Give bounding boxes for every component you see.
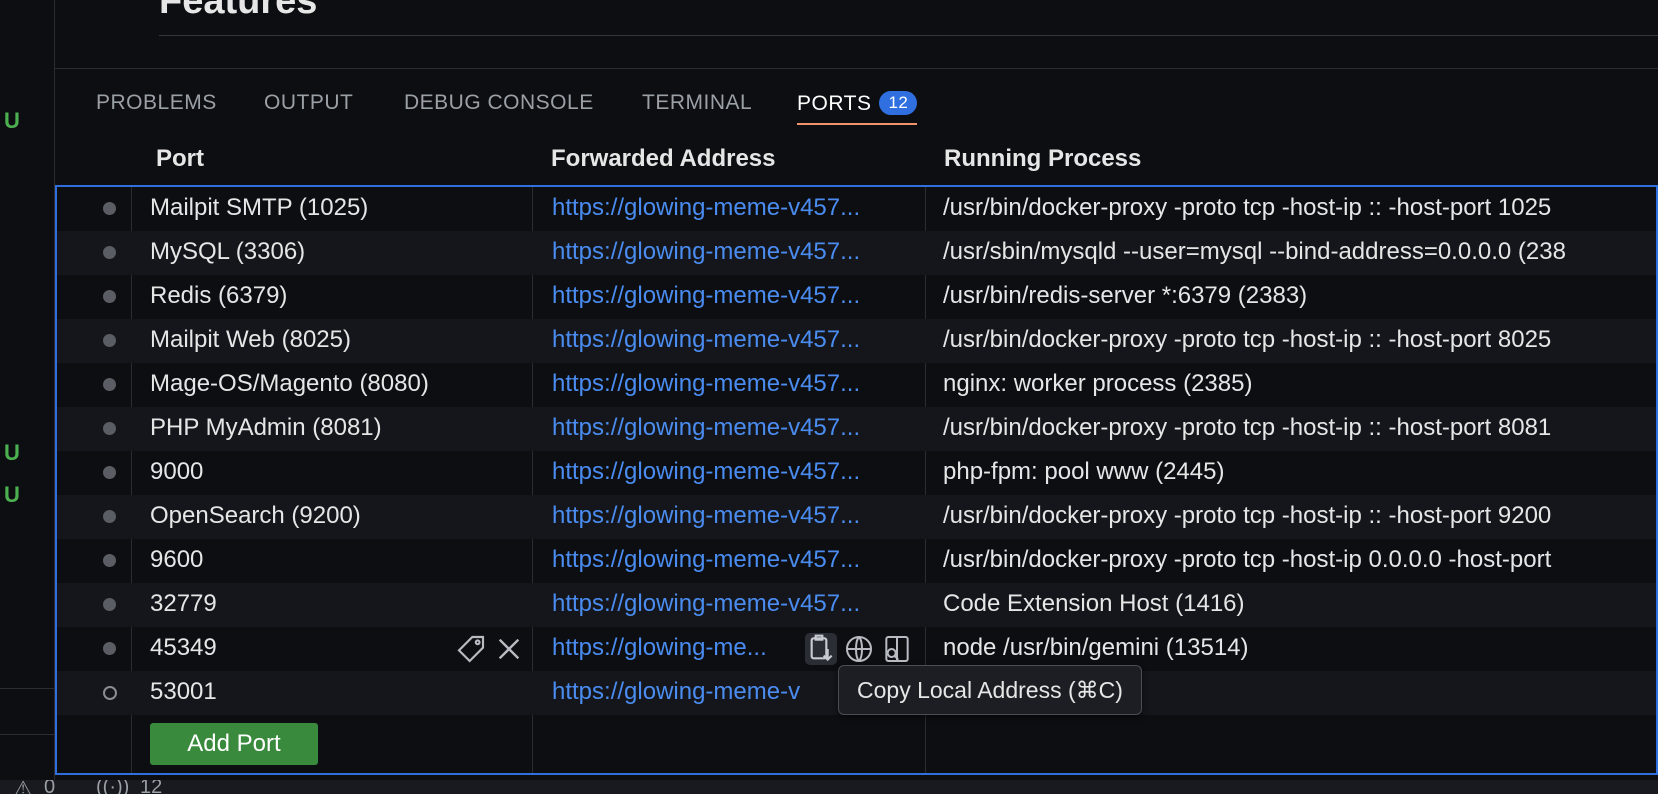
port-status-icon	[103, 290, 116, 303]
forwarded-address-link[interactable]: https://glowing-meme-v457...	[552, 282, 861, 309]
ports-table: Mailpit SMTP (1025) https://glowing-meme…	[55, 185, 1658, 775]
forwarded-address-link[interactable]: https://glowing-meme-v457...	[552, 326, 861, 353]
bottom-panel: PROBLEMS OUTPUT DEBUG CONSOLE TERMINAL P…	[55, 69, 1658, 780]
running-process: /usr/bin/docker-proxy -proto tcp -host-i…	[943, 326, 1552, 353]
add-port-button[interactable]: Add Port	[150, 723, 318, 765]
tab-ports[interactable]: PORTS 12	[797, 91, 918, 125]
running-process: /usr/bin/redis-server *:6379 (2383)	[943, 282, 1308, 309]
column-header-forwarded-address[interactable]: Forwarded Address	[551, 145, 776, 172]
port-status-icon	[103, 202, 116, 215]
port-status-icon	[103, 422, 116, 435]
port-label: 45349	[150, 634, 217, 661]
status-bar: ⚠ 0 ((·)) 12	[0, 780, 1658, 794]
table-row[interactable]: Mailpit Web (8025) https://glowing-meme-…	[57, 319, 1656, 363]
problems-count[interactable]: 0	[44, 780, 56, 794]
port-label: Redis (6379)	[150, 282, 288, 309]
table-row[interactable]: 32779 https://glowing-meme-v457... Code …	[57, 583, 1656, 627]
divider	[0, 688, 54, 689]
tab-ports-label: PORTS	[797, 92, 872, 115]
port-label: Mailpit Web (8025)	[150, 326, 351, 353]
table-row[interactable]: Mage-OS/Magento (8080) https://glowing-m…	[57, 363, 1656, 407]
table-header: Port Forwarded Address Running Process	[55, 145, 1658, 177]
tab-output[interactable]: OUTPUT	[264, 91, 354, 114]
table-row[interactable]: 9600 https://glowing-meme-v457... /usr/b…	[57, 539, 1656, 583]
git-untracked-marker: U	[4, 482, 20, 507]
running-process: /usr/sbin/mysqld --user=mysql --bind-add…	[943, 238, 1566, 265]
tab-terminal[interactable]: TERMINAL	[642, 91, 753, 114]
port-status-icon	[103, 642, 116, 655]
preview-in-editor-icon[interactable]	[881, 633, 913, 665]
forwarded-address-link[interactable]: https://glowing-meme-v	[552, 678, 801, 705]
port-label: Mailpit SMTP (1025)	[150, 194, 369, 221]
column-header-port[interactable]: Port	[156, 145, 204, 172]
table-row[interactable]: OpenSearch (9200) https://glowing-meme-v…	[57, 495, 1656, 539]
ports-count-badge: 12	[879, 91, 918, 115]
forwarded-address-link[interactable]: https://glowing-meme-v457...	[552, 238, 861, 265]
heading-rule	[159, 35, 1658, 36]
forwarded-address-link[interactable]: https://glowing-meme-v457...	[552, 414, 861, 441]
port-label: 9600	[150, 546, 204, 573]
running-process: Code Extension Host (1416)	[943, 590, 1245, 617]
port-label: PHP MyAdmin (8081)	[150, 414, 382, 441]
port-label: Mage-OS/Magento (8080)	[150, 370, 429, 397]
column-header-running-process[interactable]: Running Process	[944, 145, 1142, 172]
divider	[0, 734, 54, 735]
port-status-icon	[103, 686, 117, 700]
globe-icon[interactable]	[843, 633, 875, 665]
port-status-icon	[103, 334, 116, 347]
running-process: php-fpm: pool www (2445)	[943, 458, 1225, 485]
port-status-icon	[103, 510, 116, 523]
ports-forwarded-count[interactable]: 12	[140, 780, 163, 794]
tab-problems[interactable]: PROBLEMS	[96, 91, 217, 114]
table-row-hovered[interactable]: 45349 https://glowing-me... node /usr/bi…	[57, 627, 1656, 671]
running-process: /usr/bin/docker-proxy -proto tcp -host-i…	[943, 414, 1552, 441]
port-label: 32779	[150, 590, 217, 617]
problems-warning-icon[interactable]: ⚠	[14, 780, 32, 794]
git-untracked-marker: U	[4, 440, 20, 465]
port-status-icon	[103, 466, 116, 479]
tag-icon[interactable]	[455, 633, 487, 665]
forwarded-address-link[interactable]: https://glowing-meme-v457...	[552, 546, 861, 573]
port-label: 9000	[150, 458, 204, 485]
port-status-icon	[103, 246, 116, 259]
forwarded-address-link[interactable]: https://glowing-meme-v457...	[552, 590, 861, 617]
close-icon[interactable]	[493, 633, 525, 665]
forwarded-address-link[interactable]: https://glowing-meme-v457...	[552, 502, 861, 529]
column-divider	[532, 187, 533, 773]
tab-debug-console[interactable]: DEBUG CONSOLE	[404, 91, 594, 114]
port-label: OpenSearch (9200)	[150, 502, 361, 529]
table-row[interactable]: 9000 https://glowing-meme-v457... php-fp…	[57, 451, 1656, 495]
forwarded-address-link[interactable]: https://glowing-meme-v457...	[552, 194, 861, 221]
running-process: node /usr/bin/gemini (13514)	[943, 634, 1249, 661]
copy-address-icon[interactable]	[805, 633, 837, 665]
forwarded-address-link[interactable]: https://glowing-meme-v457...	[552, 370, 861, 397]
running-process: /usr/bin/docker-proxy -proto tcp -host-i…	[943, 194, 1552, 221]
port-status-icon	[103, 554, 116, 567]
activity-bar: U U U	[0, 0, 55, 780]
editor-area: Features	[55, 0, 1658, 69]
table-row[interactable]: MySQL (3306) https://glowing-meme-v457..…	[57, 231, 1656, 275]
running-process: /usr/bin/docker-proxy -proto tcp -host-i…	[943, 546, 1552, 573]
ports-forwarded-icon[interactable]: ((·))	[96, 780, 130, 794]
panel-tabs: PROBLEMS OUTPUT DEBUG CONSOLE TERMINAL P…	[55, 69, 1658, 129]
table-row[interactable]: Mailpit SMTP (1025) https://glowing-meme…	[57, 187, 1656, 231]
port-label: 53001	[150, 678, 217, 705]
port-status-icon	[103, 598, 116, 611]
table-row[interactable]: PHP MyAdmin (8081) https://glowing-meme-…	[57, 407, 1656, 451]
port-label: MySQL (3306)	[150, 238, 306, 265]
table-row[interactable]: Redis (6379) https://glowing-meme-v457..…	[57, 275, 1656, 319]
port-status-icon	[103, 378, 116, 391]
git-untracked-marker: U	[4, 108, 20, 133]
running-process: nginx: worker process (2385)	[943, 370, 1253, 397]
column-divider	[131, 187, 132, 773]
copy-address-tooltip: Copy Local Address (⌘C)	[838, 665, 1142, 715]
forwarded-address-link[interactable]: https://glowing-meme-v457...	[552, 458, 861, 485]
column-divider	[925, 187, 926, 773]
forwarded-address-link[interactable]: https://glowing-me...	[552, 634, 767, 661]
editor-heading: Features	[159, 0, 318, 22]
running-process: /usr/bin/docker-proxy -proto tcp -host-i…	[943, 502, 1552, 529]
